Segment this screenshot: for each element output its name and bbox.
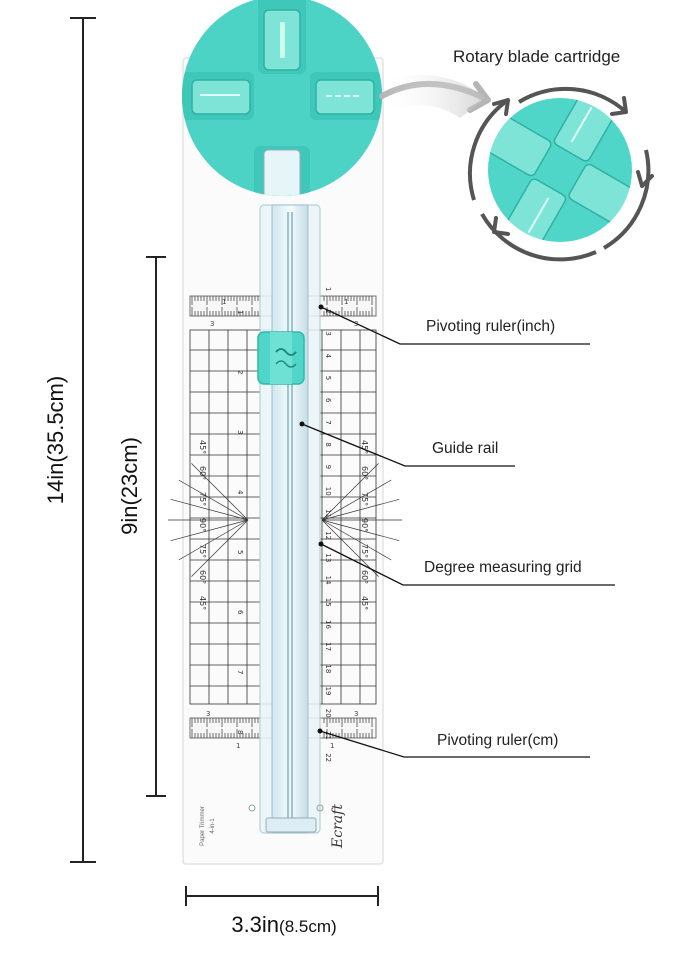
cm-number: 16 — [324, 620, 332, 629]
degree-line — [170, 498, 249, 521]
product-name-label: Paper Trimmer — [200, 806, 206, 846]
degree-line — [191, 519, 249, 577]
cm-number: 19 — [324, 687, 332, 696]
inch-number: 7 — [236, 670, 244, 674]
svg-text:3: 3 — [206, 710, 210, 718]
total-height-label: 14in(35.5cm) — [43, 376, 68, 504]
degree-line — [321, 519, 400, 542]
degree-label: 75° — [198, 544, 207, 558]
guide-rail-label: Guide rail — [432, 440, 498, 457]
svg-text:1: 1 — [344, 298, 348, 306]
degree-line — [178, 479, 249, 521]
degree-label: 60° — [198, 570, 207, 584]
cm-number: 1 — [324, 287, 332, 291]
cm-number: 6 — [324, 398, 332, 403]
degree-line — [321, 498, 400, 521]
svg-text:1: 1 — [222, 298, 226, 306]
cm-number: 18 — [324, 664, 332, 673]
cm-number: 13 — [324, 553, 332, 562]
degree-measuring-lines — [168, 463, 402, 577]
callout-pivot-inch: Pivoting ruler(inch) — [318, 304, 590, 345]
callout-pivot-cm: Pivoting ruler(cm) — [317, 728, 590, 758]
degree-label: 45° — [360, 440, 369, 454]
width-label: 3.3in(8.5cm) — [231, 912, 336, 937]
cm-number: 17 — [324, 642, 332, 651]
degree-label: 60° — [198, 466, 207, 480]
callout-degree-grid: Degree measuring grid — [318, 541, 615, 586]
degree-grid-label: Degree measuring grid — [424, 559, 582, 576]
cm-number: 4 — [324, 354, 332, 359]
cm-number: 8 — [324, 442, 332, 446]
cm-number: 9 — [324, 465, 332, 469]
degree-labels-right: 45° 60° 75° 90° 75° 60° 45° — [360, 440, 369, 610]
degree-label: 75° — [198, 492, 207, 506]
cm-number: 2 — [324, 309, 332, 313]
degree-line — [178, 519, 249, 561]
cm-number: 21 — [324, 731, 332, 740]
cartridge-label: Rotary blade cartridge — [453, 47, 620, 66]
degree-label: 90° — [198, 518, 207, 532]
dimension-grid-height: 9in(23cm) — [117, 256, 166, 797]
degree-line — [170, 519, 249, 542]
degree-label: 45° — [360, 596, 369, 610]
degree-label: 90° — [360, 518, 369, 532]
cm-number: 22 — [324, 753, 332, 762]
inch-number: 6 — [236, 610, 244, 615]
guide-rail — [248, 204, 324, 834]
cm-number: 10 — [324, 487, 332, 496]
svg-text:3: 3 — [354, 710, 358, 718]
inch-number: 3 — [236, 430, 244, 434]
rotary-blade-cartridge — [182, 0, 382, 196]
degree-label: 60° — [360, 570, 369, 584]
degree-labels-left: 45° 60° 75° 90° 75° 60° 45° — [198, 440, 207, 610]
cm-number: 15 — [324, 598, 332, 607]
cm-number: 7 — [324, 420, 332, 424]
degree-label: 75° — [360, 544, 369, 558]
svg-text:1: 1 — [330, 742, 334, 750]
degree-line — [321, 479, 392, 521]
inch-number: 5 — [236, 550, 244, 554]
inch-scale: 1 2 3 4 5 6 7 8 — [236, 310, 244, 734]
grid-height-label: 9in(23cm) — [117, 437, 142, 535]
cm-number: 3 — [324, 331, 332, 335]
pivot-cm-label: Pivoting ruler(cm) — [437, 732, 558, 749]
inch-number: 1 — [236, 310, 244, 314]
degree-line — [191, 463, 249, 521]
pivot-inch-label: Pivoting ruler(inch) — [426, 318, 555, 335]
cm-number: 5 — [324, 376, 332, 380]
brand-logo: Ecraft — [330, 804, 346, 849]
dimension-total-height: 14in(35.5cm) — [43, 17, 96, 863]
model-label: 4-in-1 — [210, 818, 216, 834]
inch-number: 4 — [236, 490, 244, 495]
degree-label: 45° — [198, 596, 207, 610]
callout-guide-rail: Guide rail — [299, 421, 515, 467]
degree-label: 45° — [198, 440, 207, 454]
svg-text:1: 1 — [236, 742, 240, 750]
cm-number: 11 — [324, 509, 332, 518]
cm-number: 14 — [324, 576, 332, 585]
cm-number: 20 — [324, 709, 332, 718]
degree-label: 60° — [360, 466, 369, 480]
cutter-slider — [257, 331, 305, 385]
inch-number: 8 — [236, 730, 244, 734]
degree-line — [321, 519, 392, 561]
dimension-width: 3.3in(8.5cm) — [185, 886, 379, 937]
inch-number: 2 — [236, 370, 244, 374]
product-branding: Ecraft 4-in-1 Paper Trimmer — [200, 804, 346, 849]
cm-number: 12 — [324, 531, 332, 540]
degree-line — [321, 463, 379, 521]
degree-label: 75° — [360, 492, 369, 506]
svg-text:3: 3 — [210, 320, 214, 328]
degree-line — [321, 519, 379, 577]
callout-arrow-shadow — [380, 74, 486, 118]
